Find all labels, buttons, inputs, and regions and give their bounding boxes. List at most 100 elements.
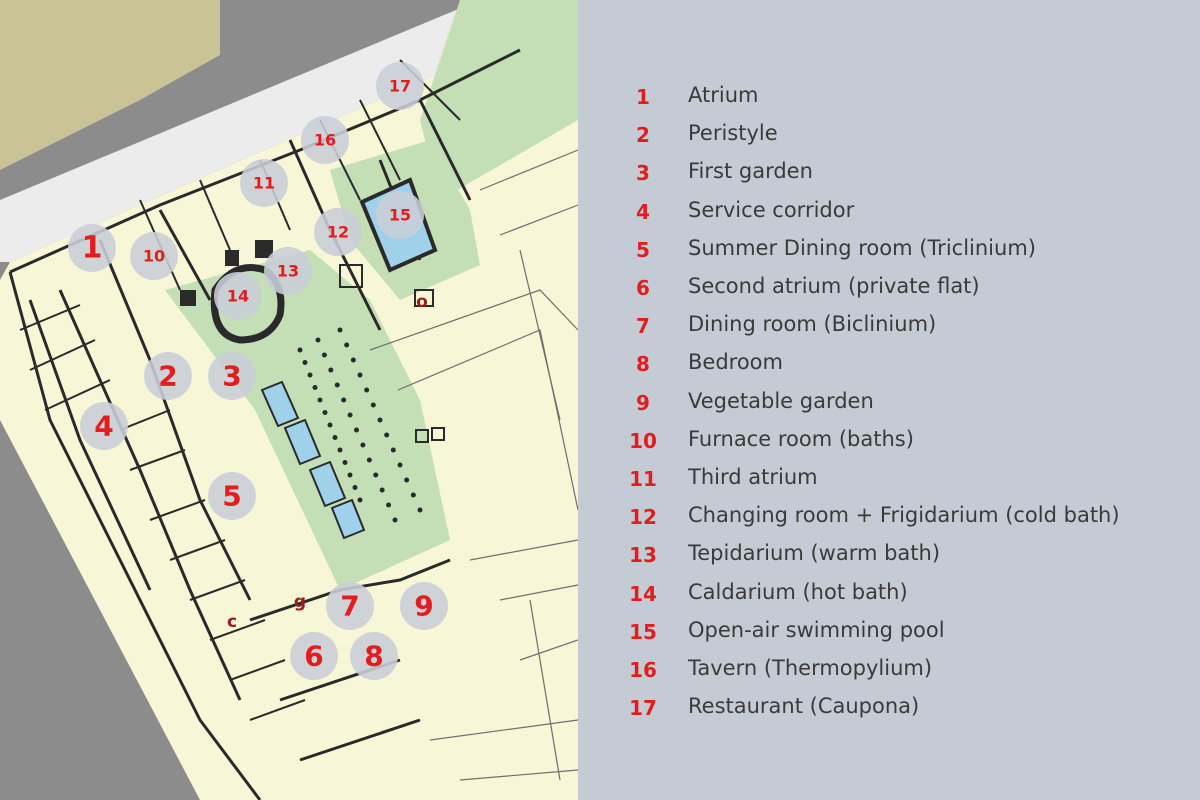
marker-number: 2 (158, 360, 177, 393)
column-dot (347, 472, 353, 478)
column-dot (307, 372, 313, 378)
map-marker-3: 3 (208, 352, 256, 400)
column-dot (357, 372, 363, 378)
marker-circle (400, 582, 448, 630)
column-dot (379, 487, 385, 493)
marker-number: 5 (222, 480, 241, 513)
marker-number: 8 (364, 640, 383, 673)
legend-label: Changing room + Frigidarium (cold bath) (688, 503, 1120, 528)
marker-number: 9 (414, 590, 433, 623)
column-dot (373, 472, 379, 478)
legend-item: 7 Dining room (Biclinium) (578, 305, 1200, 343)
map-marker-16: 16 (301, 116, 349, 164)
legend-number: 4 (636, 199, 650, 224)
column-dot (417, 507, 423, 513)
column-dot (370, 402, 376, 408)
column-dot (404, 477, 410, 483)
legend-label: Bedroom (688, 350, 783, 375)
map-marker-15: 15 (376, 191, 424, 239)
map-marker-2: 2 (144, 352, 192, 400)
marker-circle (80, 402, 128, 450)
marker-circle (240, 159, 288, 207)
map-marker-8: 8 (350, 632, 398, 680)
marker-circle (290, 632, 338, 680)
marker-number: 12 (327, 223, 349, 242)
marker-number: 7 (340, 590, 359, 623)
column-dot (327, 422, 333, 428)
legend-number: 8 (636, 352, 650, 377)
column-dot (315, 337, 321, 343)
legend-number: 13 (629, 543, 657, 568)
marker-circle (144, 352, 192, 400)
column-dot (302, 360, 308, 365)
marker-number: 3 (222, 360, 241, 393)
marker-circle (68, 224, 116, 272)
garden-pools (260, 380, 366, 540)
legend-number: 17 (629, 696, 657, 721)
marker-number: 1 (82, 231, 103, 266)
map-letter-c: c (227, 612, 237, 632)
map-marker-7: 7 (326, 582, 374, 630)
legend-number: 9 (636, 390, 650, 415)
marker-number: 4 (94, 410, 113, 443)
column-dot (321, 352, 327, 358)
map-letter-o: o (416, 292, 428, 312)
legend-number: 15 (629, 619, 657, 644)
legend-label: Furnace room (baths) (688, 426, 914, 451)
marker-number: 14 (227, 287, 249, 306)
map-marker-9: 9 (400, 582, 448, 630)
column-dot (344, 342, 350, 348)
map-marker-1: 1 (68, 224, 116, 272)
legend-label: Restaurant (Caupona) (688, 694, 920, 719)
legend-number: 7 (636, 314, 650, 339)
column-dot (350, 357, 356, 363)
legend-item: 17 Restaurant (Caupona) (578, 687, 1200, 725)
column-dot (410, 492, 416, 498)
legend-number: 16 (629, 658, 657, 682)
column-dot (337, 447, 343, 453)
marker-circle (350, 632, 398, 680)
column-dot (357, 497, 363, 503)
marker-circle (314, 208, 362, 256)
legend-label: Caldarium (hot bath) (688, 579, 908, 604)
legend-label: Tavern (Thermopylium) (688, 656, 933, 680)
column-dot (364, 387, 370, 393)
marker-circle (376, 191, 424, 239)
small-structures (339, 264, 445, 443)
column-dot (360, 442, 366, 448)
map-marker-17: 17 (376, 62, 424, 110)
main-garden (165, 250, 450, 590)
legend-number: 1 (636, 85, 650, 109)
marker-number: 17 (389, 77, 411, 96)
map-marker-10: 10 (130, 232, 178, 280)
road (0, 0, 578, 262)
column-dot (322, 410, 328, 415)
marker-circle (214, 272, 262, 320)
map-marker-6: 6 (290, 632, 338, 680)
column-dot (334, 382, 340, 388)
legend-item: 16 Tavern (Thermopylium) (578, 649, 1200, 687)
column-dot (386, 502, 392, 508)
marker-circle (208, 472, 256, 520)
column-dot (341, 397, 347, 403)
marker-circle (301, 116, 349, 164)
legend-item: 8 Bedroom (578, 343, 1200, 381)
estate-lines (369, 149, 578, 781)
marker-circle (130, 232, 178, 280)
column-dot (337, 327, 343, 333)
legend-number: 3 (636, 161, 650, 186)
marker-number: 11 (253, 174, 275, 193)
column-dot (392, 517, 398, 523)
legend-label: Dining room (Biclinium) (688, 312, 937, 337)
map-marker-11: 11 (240, 159, 288, 207)
column-dot (317, 397, 323, 403)
bath-complex (180, 240, 285, 344)
